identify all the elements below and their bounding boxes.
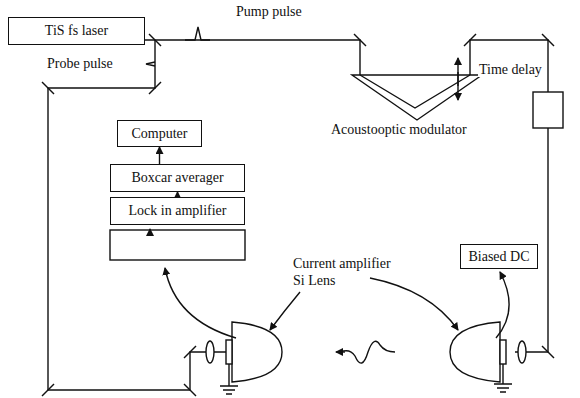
mirror — [354, 34, 366, 46]
retroreflector — [352, 75, 482, 120]
si-lens-left — [232, 322, 282, 382]
text-label: Si Lens — [292, 273, 336, 288]
ground — [494, 364, 512, 392]
pulse — [146, 62, 155, 66]
mirror — [464, 34, 476, 46]
signal-arrow — [159, 147, 160, 164]
process-box: Boxcar averager — [110, 164, 245, 192]
beam-splitter — [149, 34, 161, 46]
antenna-chip — [226, 340, 232, 364]
ground — [220, 364, 238, 394]
mirror — [149, 82, 161, 94]
mirror — [184, 346, 196, 358]
text-label: Current amplifier — [292, 256, 392, 271]
signal-arrow — [149, 229, 150, 230]
delay-arrow — [457, 58, 458, 86]
mirror — [542, 346, 554, 358]
process-box: TiS fs laser — [8, 17, 145, 45]
beam — [470, 40, 548, 352]
box-label: Computer — [132, 126, 188, 141]
lens — [206, 341, 214, 363]
mirror — [184, 384, 196, 396]
text-label: Probe pulse — [46, 56, 114, 71]
mirror — [542, 34, 554, 46]
signal-wire — [165, 268, 236, 338]
box-label: TiS fs laser — [45, 23, 108, 38]
leader — [370, 278, 458, 330]
mirror — [42, 82, 54, 94]
beam — [48, 40, 228, 390]
signal-wire — [496, 272, 509, 338]
process-box: Computer — [117, 120, 202, 147]
text-label: Acoustooptic modulator — [330, 122, 468, 137]
process-box: Biased DC — [460, 244, 538, 269]
pulse — [185, 27, 210, 40]
text-label: Time delay — [478, 62, 543, 77]
modulator-box — [533, 92, 563, 128]
mirror — [42, 384, 54, 396]
thz-arrow — [336, 351, 345, 352]
beam — [145, 40, 360, 75]
box-label: Boxcar averager — [131, 170, 223, 185]
antenna-chip — [500, 340, 506, 364]
leader — [270, 292, 300, 330]
text-label: Pump pulse — [235, 4, 303, 19]
amplifier-box — [110, 230, 245, 260]
thz-wave — [340, 341, 395, 363]
box-label: Lock in amplifier — [129, 203, 227, 218]
process-box: Lock in amplifier — [110, 197, 245, 225]
lens — [518, 341, 526, 363]
box-label: Biased DC — [468, 249, 529, 264]
si-lens-right — [450, 322, 500, 382]
beam — [360, 75, 470, 108]
